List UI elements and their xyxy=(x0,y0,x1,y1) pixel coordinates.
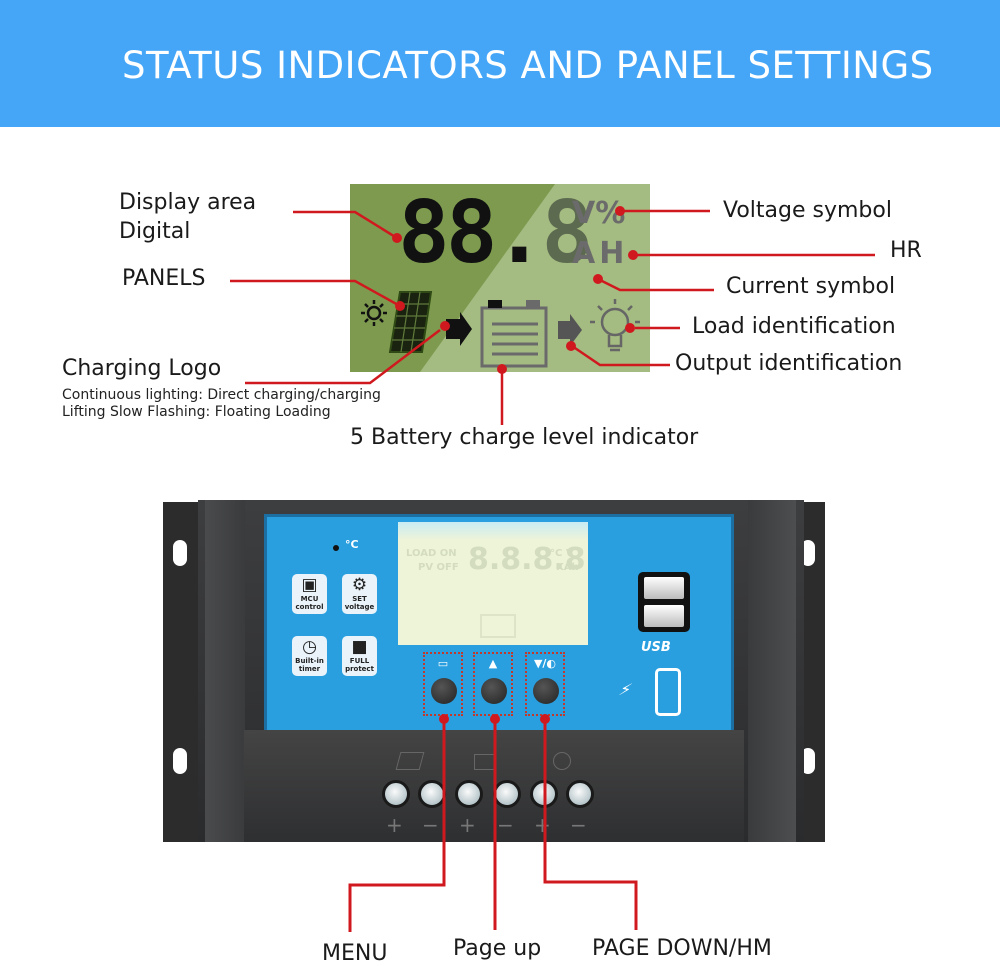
usb-slot xyxy=(644,605,684,627)
lcd-glare xyxy=(420,184,650,372)
label-page-up: Page up xyxy=(453,936,542,961)
arrow-right-icon xyxy=(446,312,472,346)
screen-pv-off: PV OFF xyxy=(418,562,459,573)
load-terminal-icon xyxy=(553,752,571,770)
menu-button[interactable] xyxy=(431,678,457,704)
terminal-screw xyxy=(455,780,483,808)
screen-glare xyxy=(398,522,588,540)
label-page-down: PAGE DOWN/HM xyxy=(592,936,772,961)
label-panels: PANELS xyxy=(122,266,206,291)
triangle-down-bulb-icon: ▼/◐ xyxy=(533,657,557,670)
label-voltage-symbol: Voltage symbol xyxy=(723,198,892,223)
screen-load-on: LOAD ON xyxy=(406,548,457,559)
lcd-digits: 88.8 xyxy=(398,184,593,283)
chip-icon: ▣ xyxy=(301,575,318,595)
temperature-sensor xyxy=(333,545,339,551)
terminal-screw xyxy=(382,780,410,808)
menu-icon: ▭ xyxy=(437,657,449,670)
page-title: STATUS INDICATORS AND PANEL SETTINGS xyxy=(122,44,934,87)
terminal-polarity: − xyxy=(570,813,587,837)
menu-button-area[interactable]: ▭ xyxy=(423,652,463,716)
page-up-button[interactable] xyxy=(481,678,507,704)
left-side-panel xyxy=(205,500,245,842)
clock-icon: ◷ xyxy=(302,637,317,657)
sun-icon xyxy=(361,300,387,326)
controller-screen: LOAD ON PV OFF 8.8.8.8 °C V KAh xyxy=(398,522,588,645)
header-banner: STATUS INDICATORS AND PANEL SETTINGS xyxy=(0,0,1000,127)
gear-icon: ⚙ xyxy=(351,575,368,595)
lock-icon: ■ xyxy=(351,637,368,657)
page-down-button[interactable] xyxy=(533,678,559,704)
label-load-identification: Load identification xyxy=(692,314,896,339)
terminal-polarity: + xyxy=(534,813,551,837)
mount-hole xyxy=(801,540,815,566)
usb-label: USB xyxy=(641,640,671,655)
label-hr: HR xyxy=(890,238,922,263)
mount-hole xyxy=(173,748,187,774)
mount-hole xyxy=(173,540,187,566)
arrow-right-icon xyxy=(558,314,582,346)
screen-unit-top: °C V xyxy=(550,548,574,559)
terminal-polarity: + xyxy=(386,813,403,837)
thermometer-icon: °C xyxy=(345,538,359,551)
terminal-polarity: + xyxy=(459,813,476,837)
right-side-panel xyxy=(748,500,796,842)
screen-unit-bottom: KAh xyxy=(556,562,579,573)
charging-note-1: Continuous lighting: Direct charging/cha… xyxy=(62,387,381,403)
charging-note-2: Lifting Slow Flashing: Floating Loading xyxy=(62,404,331,420)
label-display-area: Display area xyxy=(119,190,257,215)
screen-battery-icon xyxy=(480,614,516,638)
phone-icon xyxy=(655,668,681,716)
light-bulb-icon xyxy=(590,299,640,352)
feature-full-protect: ■ FULL protect xyxy=(342,636,377,676)
feature-built-in-timer: ◷ Built-in timer xyxy=(292,636,327,676)
usb-port xyxy=(638,572,690,632)
terminal-polarity: − xyxy=(497,813,514,837)
label-charging-logo: Charging Logo xyxy=(62,356,222,381)
battery-icon xyxy=(480,306,548,368)
feature-set-voltage: ⚙ SET voltage xyxy=(342,574,377,614)
label-digital: Digital xyxy=(119,219,191,244)
triangle-up-icon: ▲ xyxy=(488,657,498,670)
amp-hour-symbol: AH xyxy=(572,236,629,271)
mount-hole xyxy=(801,748,815,774)
terminal-screw xyxy=(493,780,521,808)
label-battery-level: 5 Battery charge level indicator xyxy=(350,425,699,450)
feature-mcu-control: ▣ MCU control xyxy=(292,574,327,614)
callout-lines-top xyxy=(230,206,875,425)
page-down-button-area[interactable]: ▼/◐ xyxy=(525,652,565,716)
usb-slot xyxy=(644,577,684,599)
label-output-identification: Output identification xyxy=(675,351,903,376)
terminal-screw xyxy=(566,780,594,808)
label-current-symbol: Current symbol xyxy=(726,274,896,299)
screen-digits: 8.8.8.8 xyxy=(468,542,586,577)
terminal-polarity: − xyxy=(422,813,439,837)
label-menu: MENU xyxy=(322,941,388,966)
